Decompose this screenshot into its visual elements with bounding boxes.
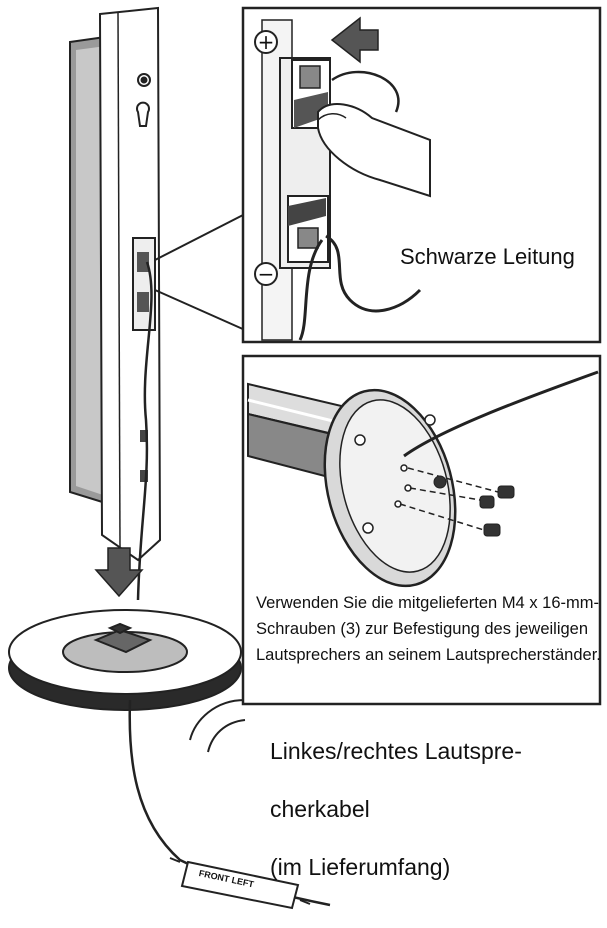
black-wire-label: Schwarze Leitung <box>400 244 575 269</box>
minus-symbol: − <box>258 262 275 286</box>
cable-label-line1: Linkes/rechtes Lautspre- <box>270 738 522 764</box>
push-arrow-icon <box>330 16 379 64</box>
screw-instruction-text: Verwenden Sie die mitgelieferten M4 x 16… <box>256 594 601 664</box>
speaker-stand-base <box>8 609 242 711</box>
screw-detail-box <box>189 354 602 753</box>
plus-terminal-icon <box>254 30 278 54</box>
screw-icon <box>433 475 515 537</box>
cable-label-line3: (im Lieferumfang) <box>270 854 451 880</box>
speaker-cable-label: Linkes/rechtes Lautspre- cherkabel (im L… <box>270 708 600 911</box>
cable-tag <box>180 860 300 910</box>
terminal-detail-box: + − <box>154 6 602 344</box>
speaker-wire <box>136 261 153 601</box>
cable-label-line2: cherkabel <box>270 796 370 822</box>
plus-symbol: + <box>258 30 275 54</box>
insert-arrow-icon <box>94 547 144 598</box>
minus-terminal-icon <box>254 262 278 286</box>
